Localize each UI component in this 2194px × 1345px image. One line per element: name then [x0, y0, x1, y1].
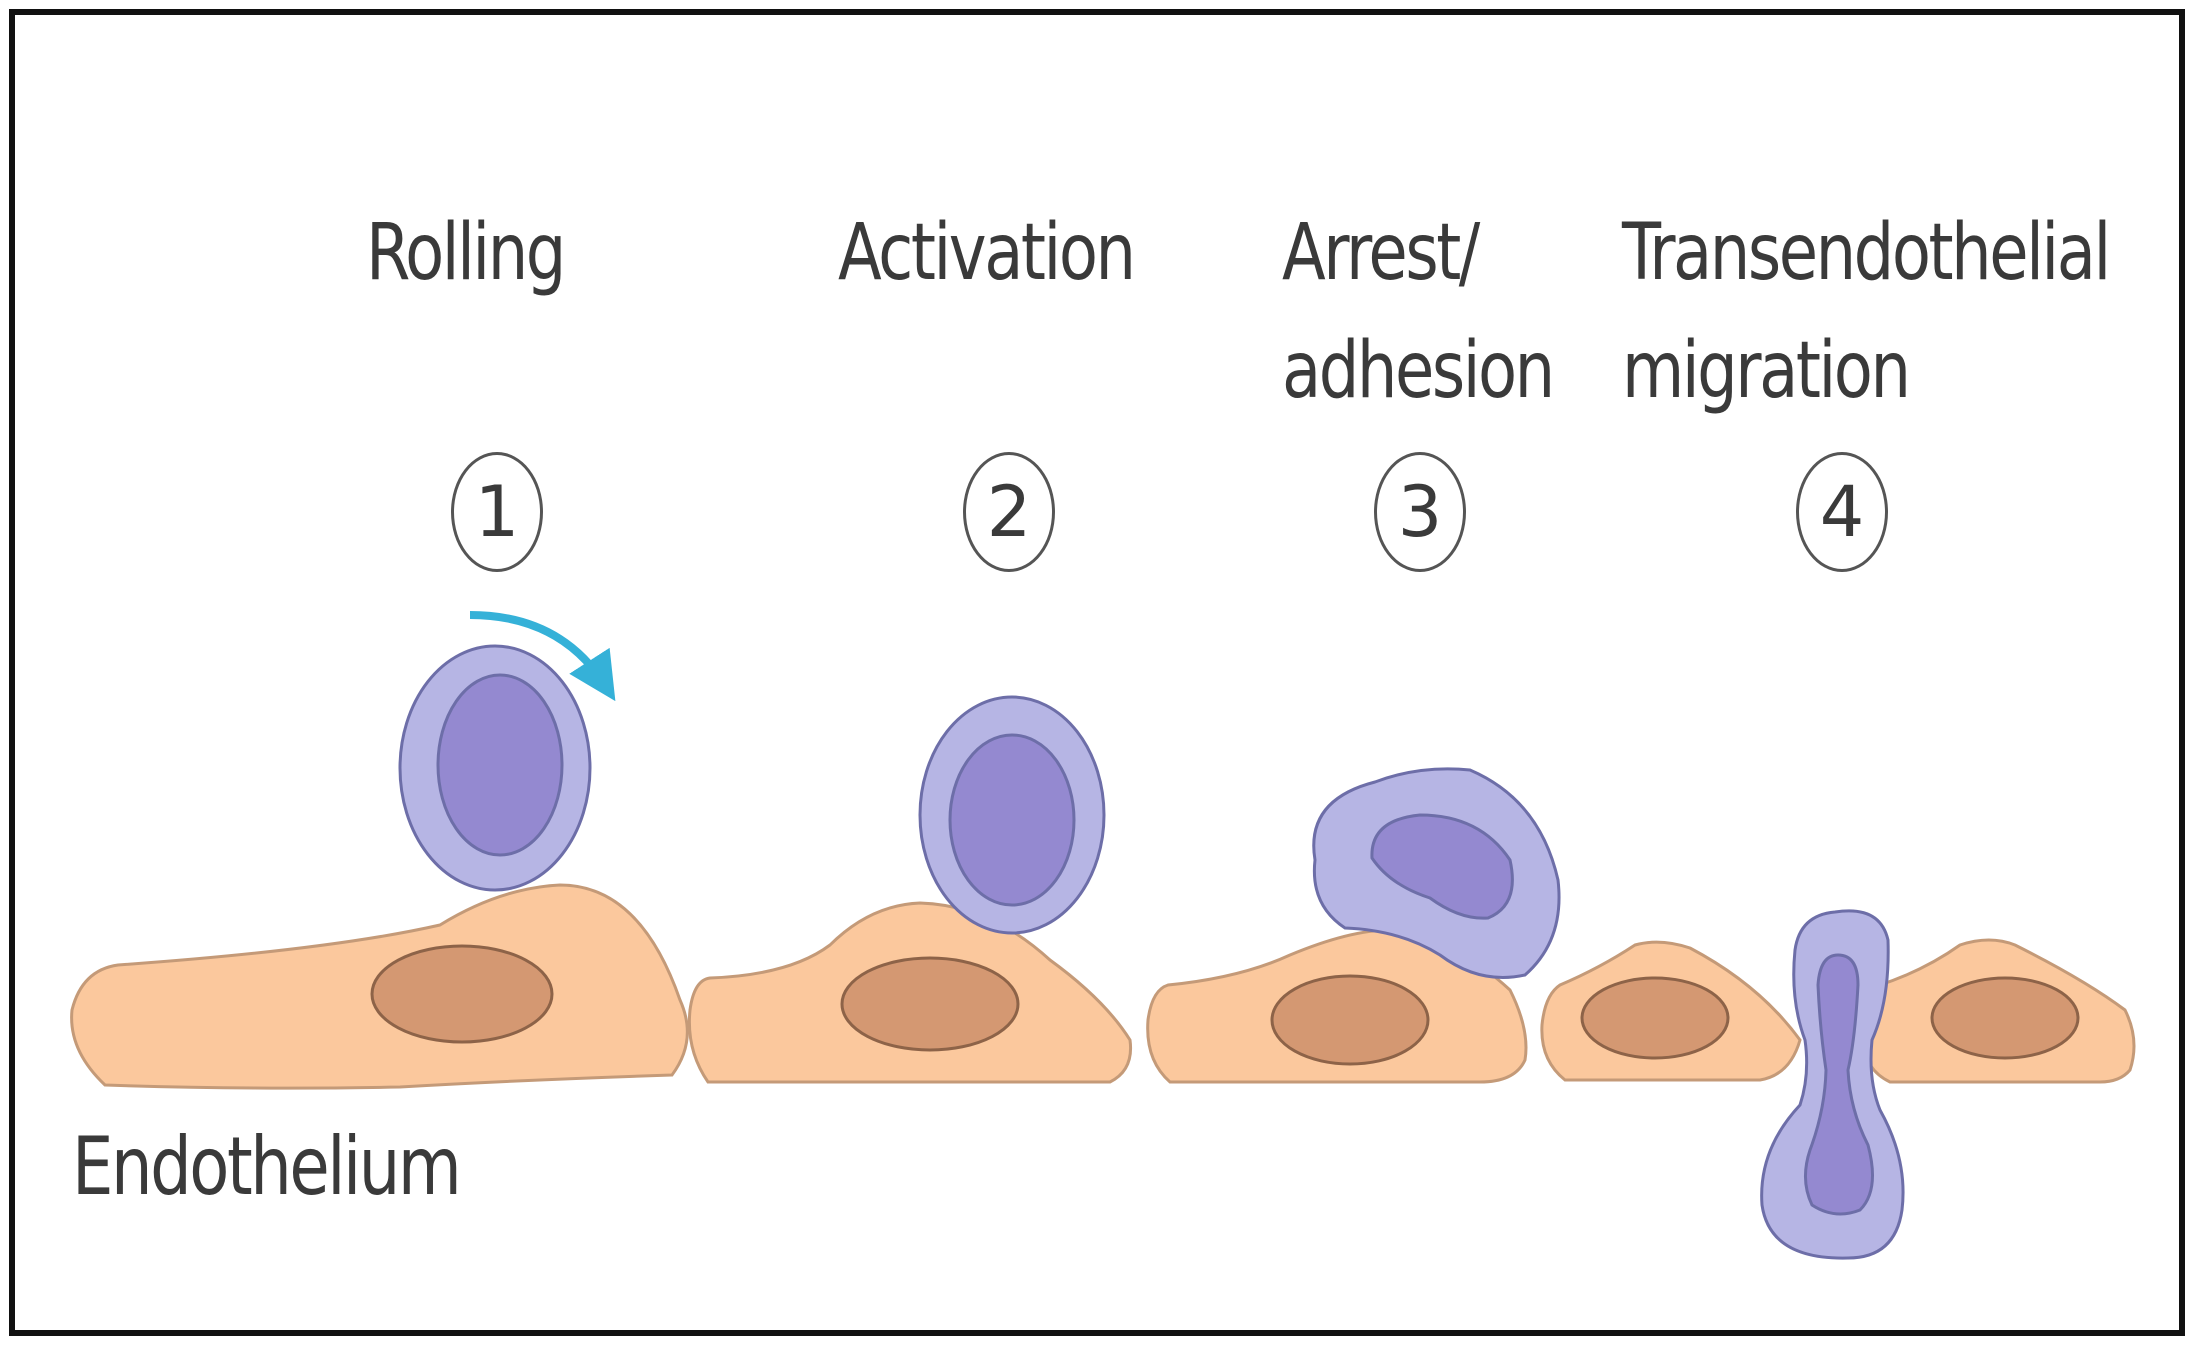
step-3-number-text: 3: [1397, 471, 1443, 553]
leukocyte-nucleus-3: [1370, 813, 1514, 920]
leukocyte-adhered: [1312, 767, 1561, 979]
step-3-number: 3: [1374, 452, 1466, 572]
step-2-number-text: 2: [986, 471, 1032, 553]
endothelial-nucleus-5: [1930, 976, 2080, 1060]
step-3-label-line-1: Arrest/: [1282, 208, 1480, 298]
step-4-number-text: 4: [1819, 471, 1865, 553]
leukocyte-rolling: [398, 611, 616, 892]
leukocyte-nucleus-2: [948, 733, 1076, 907]
leukocyte-activated: [918, 695, 1106, 935]
step-3-label: Arrest/ adhesion: [1282, 194, 1555, 430]
step-4-label: Transendothelial migration: [1622, 194, 2111, 430]
step-3-label-line-2: adhesion: [1282, 326, 1555, 416]
step-4-number: 4: [1796, 452, 1888, 572]
step-2-label: Activation: [838, 194, 1136, 312]
endothelial-nucleus-4: [1580, 976, 1730, 1060]
leukocyte-nucleus-1: [436, 673, 564, 857]
step-1-number-text: 1: [474, 471, 520, 553]
step-4-label-line-2: migration: [1622, 326, 1911, 416]
step-4-label-line-1: Transendothelial: [1622, 208, 2111, 298]
leukocyte-nucleus-4: [1804, 953, 1874, 1216]
endothelial-nucleus-1: [370, 944, 554, 1044]
rolling-arrow: [469, 611, 616, 702]
endothelial-nucleus-2: [840, 956, 1020, 1052]
leukocyte-migrating: [1760, 909, 1905, 1260]
endothelium-label: Endothelium: [72, 1120, 462, 1213]
endothelial-nucleus-3: [1270, 974, 1430, 1066]
step-1-number: 1: [451, 452, 543, 572]
endothelium-layer: [70, 883, 2136, 1090]
step-1-label: Rolling: [366, 194, 566, 312]
step-2-number: 2: [963, 452, 1055, 572]
step-1-label-line-1: Rolling: [366, 208, 566, 298]
step-2-label-line-1: Activation: [838, 208, 1136, 298]
